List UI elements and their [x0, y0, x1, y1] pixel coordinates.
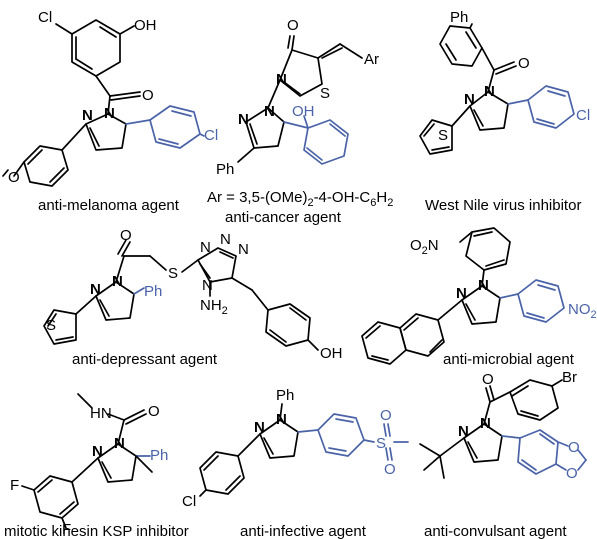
atom-n: N	[478, 277, 489, 294]
atom-ar: Ar	[364, 51, 379, 68]
atom-ph: Ph	[216, 161, 234, 178]
structure-west-nile	[419, 23, 575, 155]
atom-n: N	[114, 435, 125, 452]
atom-oh: OH	[134, 17, 157, 34]
atom-n: N	[254, 419, 265, 436]
atom-n: N	[456, 285, 467, 302]
atom-o-blue: O	[380, 407, 392, 424]
atom-o: O	[518, 55, 530, 72]
atom-o: O	[148, 403, 160, 420]
caption-anti-depressant: anti-depressant agent	[72, 351, 218, 368]
atom-n: N	[238, 241, 249, 258]
atom-o: O	[482, 371, 494, 388]
caption-anti-melanoma: anti-melanoma agent	[38, 197, 180, 214]
atom-ph-blue: Ph	[144, 283, 162, 300]
atom-oh-blue: OH	[292, 103, 315, 120]
atom-n: N	[200, 239, 211, 256]
atom-n: N	[92, 443, 103, 460]
atom-s: S	[46, 317, 56, 334]
atom-n: N	[276, 71, 287, 88]
caption-ar-formula: Ar = 3,5-(OMe)2-4-OH-C6H2	[207, 189, 393, 209]
structure-anti-infective	[199, 403, 409, 497]
atom-ph-blue: Ph	[150, 447, 168, 464]
atom-o: O	[8, 169, 20, 186]
atom-n: N	[90, 281, 101, 298]
atom-br: Br	[562, 369, 577, 386]
structure-anti-depressant	[43, 239, 319, 351]
atom-n: N	[238, 111, 249, 128]
atom-o2n: O2N	[410, 237, 439, 257]
atom-n: N	[458, 423, 469, 440]
atom-no2-blue: NO2	[568, 301, 597, 321]
atom-cl-blue: Cl	[204, 127, 218, 144]
atom-ph: Ph	[276, 387, 294, 404]
atom-o-blue: O	[568, 439, 580, 456]
atom-n: N	[112, 273, 123, 290]
atom-n: N	[264, 103, 275, 120]
atom-n: N	[484, 83, 495, 100]
atom-cl: Cl	[182, 493, 196, 510]
atom-oh: OH	[320, 345, 343, 362]
atom-n: N	[220, 231, 231, 248]
structure-ksp-inhibitor	[21, 393, 153, 529]
atom-cl-blue: Cl	[576, 107, 590, 124]
atom-s: S	[320, 85, 330, 102]
atom-n: N	[202, 277, 213, 294]
atom-s: S	[438, 127, 448, 144]
caption-anti-cancer: anti-cancer agent	[225, 209, 342, 226]
atom-s-blue: S	[376, 435, 386, 452]
structure-anti-cancer	[237, 35, 363, 165]
structure-anti-melanoma	[2, 19, 205, 187]
atom-o-blue: O	[384, 461, 396, 478]
atom-n: N	[82, 107, 93, 124]
atom-ph: Ph	[450, 9, 468, 26]
caption-anti-convulsant: anti-convulsant agent	[424, 523, 567, 539]
atom-f: F	[10, 477, 19, 494]
structure-anti-microbial	[361, 227, 565, 365]
caption-anti-microbial: anti-microbial agent	[443, 351, 575, 368]
atom-o: O	[120, 227, 132, 244]
atom-f: F	[62, 521, 71, 538]
atom-hn: HN	[90, 405, 112, 422]
atom-n: N	[104, 105, 115, 122]
atom-n: N	[480, 415, 491, 432]
atom-o: O	[142, 87, 154, 104]
caption-anti-infective: anti-infective agent	[240, 523, 367, 539]
atom-nh2: NH2	[200, 297, 228, 317]
atom-n: N	[276, 411, 287, 428]
atom-o: O	[287, 17, 299, 34]
atom-o-blue: O	[566, 465, 578, 482]
structure-anti-convulsant	[419, 379, 587, 479]
caption-west-nile: West Nile virus inhibitor	[425, 197, 581, 214]
caption-ksp-inhibitor: mitotic kinesin KSP inhibitor	[4, 523, 189, 539]
atom-n: N	[464, 91, 475, 108]
atom-cl: Cl	[38, 9, 52, 26]
atom-s: S	[168, 265, 178, 282]
